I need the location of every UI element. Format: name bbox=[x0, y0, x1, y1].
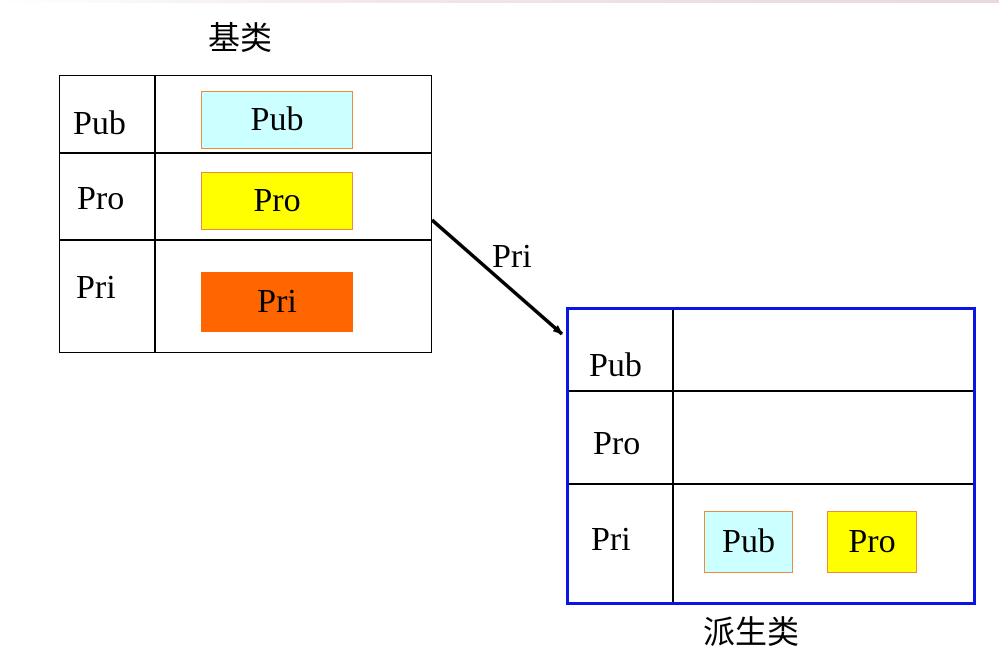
base-row-label-pub: Pub bbox=[73, 105, 126, 142]
base-member-pro: Pro bbox=[201, 172, 353, 230]
column-divider bbox=[154, 76, 156, 352]
row-divider bbox=[60, 152, 431, 154]
row-divider bbox=[569, 483, 973, 485]
derived-row-label-pri: Pri bbox=[591, 521, 631, 558]
base-member-pri: Pri bbox=[201, 272, 353, 332]
row-divider bbox=[60, 239, 431, 241]
base-class-title: 基类 bbox=[208, 19, 273, 57]
base-row-label-pri: Pri bbox=[76, 269, 116, 306]
inheritance-label: Pri bbox=[492, 238, 532, 275]
top-divider-line bbox=[0, 0, 999, 3]
derived-class-table bbox=[566, 307, 976, 605]
derived-row-label-pro: Pro bbox=[593, 425, 641, 462]
row-divider bbox=[569, 390, 973, 392]
derived-member-pro: Pro bbox=[827, 511, 917, 573]
column-divider bbox=[672, 310, 674, 602]
base-row-label-pro: Pro bbox=[77, 180, 125, 217]
derived-class-title: 派生类 bbox=[703, 613, 800, 651]
derived-row-label-pub: Pub bbox=[589, 347, 642, 384]
base-member-pub: Pub bbox=[201, 91, 353, 149]
base-class-table bbox=[59, 75, 432, 353]
derived-member-pub: Pub bbox=[704, 511, 793, 573]
